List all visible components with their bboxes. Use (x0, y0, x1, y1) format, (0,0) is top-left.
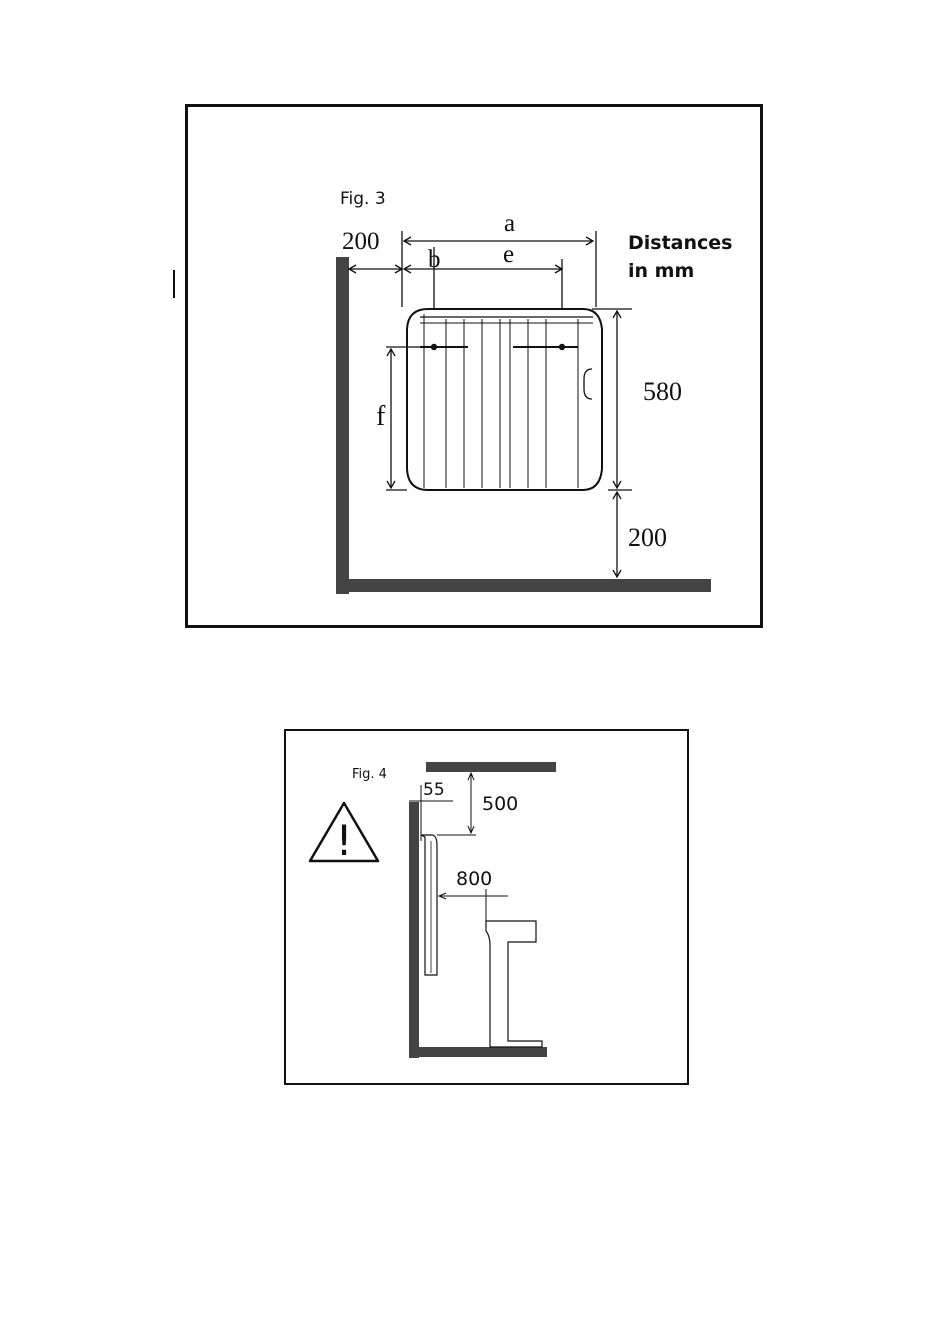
wall (409, 802, 419, 1058)
basin-profile (486, 921, 542, 1047)
dim-floor-label: 200 (628, 523, 667, 552)
side-wall (336, 257, 349, 594)
dim-a-label: a (504, 210, 515, 237)
figure-4-drawing: Fig. 4 ! 55 500 800 (286, 731, 691, 1087)
stray-mark (173, 270, 175, 298)
figure-4-panel: Fig. 4 ! 55 500 800 (284, 729, 689, 1085)
dim-wall-gap-label: 55 (423, 780, 445, 800)
warning-icon: ! (310, 803, 378, 865)
figure-3-drawing: Fig. 3 Distances in mm 200 a b e (188, 107, 766, 631)
figure-4-caption: Fig. 4 (352, 767, 387, 782)
floor (409, 1047, 547, 1057)
heater-profile (421, 835, 437, 975)
dim-f-label: f (376, 401, 386, 432)
dim-top-label: 500 (482, 793, 518, 815)
dim-wall-side-label: 200 (342, 228, 380, 255)
figure-3-caption: Fig. 3 (340, 189, 386, 209)
svg-text:!: ! (336, 816, 353, 865)
ceiling (426, 762, 556, 772)
distances-note-line2: in mm (628, 260, 694, 282)
floor (336, 579, 711, 592)
dim-height-label: 580 (643, 377, 682, 406)
dim-e-label: e (503, 241, 514, 268)
heater-unit (407, 309, 602, 490)
figure-3-panel: Fig. 3 Distances in mm 200 a b e (185, 104, 763, 628)
dim-front-label: 800 (456, 868, 492, 890)
distances-note-line1: Distances (628, 232, 732, 254)
